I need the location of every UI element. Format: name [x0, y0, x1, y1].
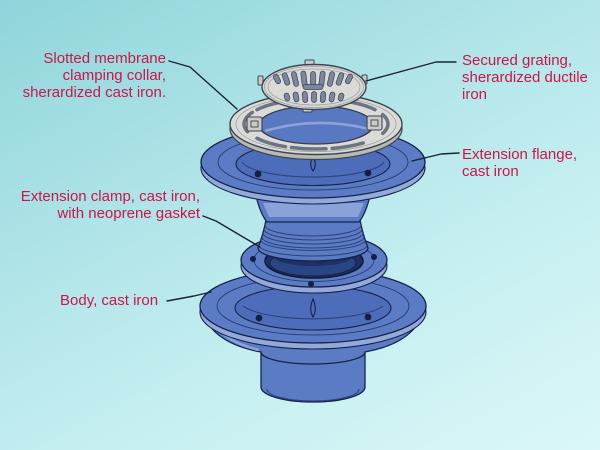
grating-slot: [273, 73, 281, 85]
grating-slot: [283, 92, 291, 102]
collar-slot: [289, 145, 328, 151]
grating: [257, 59, 368, 113]
grating-slot: [281, 72, 291, 86]
extension-neck-highlight: [263, 203, 364, 217]
leader-line-flange: [411, 152, 460, 162]
body-screw-left: [255, 314, 263, 322]
grating-slot: [292, 91, 300, 103]
grating-slot: [337, 92, 345, 102]
leader-lines: [166, 60, 460, 302]
grating-rim-line-inner: [267, 68, 361, 106]
thread-ridge: [263, 228, 363, 241]
grating-slot: [327, 71, 335, 87]
collar-hole-highlight: [264, 121, 370, 133]
grating-slot: [328, 91, 336, 103]
collar-clamp-right: [366, 115, 383, 131]
thread-ridge: [264, 224, 362, 237]
label-clamping-collar: Slotted membrane clamping collar, sherar…: [22, 50, 166, 101]
clamp-bolt-front: [308, 281, 314, 287]
label-extension-flange: Extension flange, cast iron: [462, 146, 578, 180]
thread-ridge: [261, 236, 365, 249]
body-dome-arc: [242, 305, 384, 320]
grating-rim-line: [264, 66, 364, 108]
grating-center-slot: [302, 84, 324, 90]
body-teardrop-marker: [310, 297, 316, 319]
leader-line-collar: [168, 60, 238, 110]
thread-ridge: [262, 232, 364, 245]
extension-screw-right: [364, 169, 372, 177]
grating-slot: [319, 91, 327, 103]
collar-slot: [330, 141, 365, 151]
collar-clamp-right-detail: [370, 119, 379, 127]
clamp-bolt-right: [371, 254, 377, 260]
label-extension-clamp: Extension clamp, cast iron, with neopren…: [20, 188, 200, 222]
extension-dome-arc: [241, 161, 385, 178]
clamp-bolt-left: [250, 256, 256, 262]
grating-tab-left: [257, 75, 264, 86]
label-body: Body, cast iron: [60, 292, 159, 309]
collar-slot: [242, 110, 255, 134]
leader-line-grating: [365, 61, 457, 82]
grating-slot: [335, 72, 345, 86]
extension-threads: [257, 215, 369, 262]
leader-line-body: [166, 291, 212, 302]
grating-slot: [291, 71, 299, 87]
collar-slot: [380, 112, 390, 136]
label-grating: Secured grating, sherardized ductile iro…: [462, 52, 588, 103]
grating-slot: [311, 91, 317, 103]
collar-clamp-left: [246, 116, 263, 132]
body-outlet-rim: [266, 388, 360, 402]
thread-ridge: [258, 244, 368, 257]
drain-body: [199, 268, 427, 403]
body-screw-right: [364, 313, 372, 321]
grating-slot: [301, 91, 309, 103]
extension-screw-left: [254, 170, 262, 178]
leader-line-clamp: [202, 215, 261, 248]
collar-slot: [255, 136, 288, 149]
collar-clamp-left-detail: [250, 120, 259, 128]
thread-ridge: [260, 240, 366, 251]
grating-slot: [345, 73, 353, 85]
